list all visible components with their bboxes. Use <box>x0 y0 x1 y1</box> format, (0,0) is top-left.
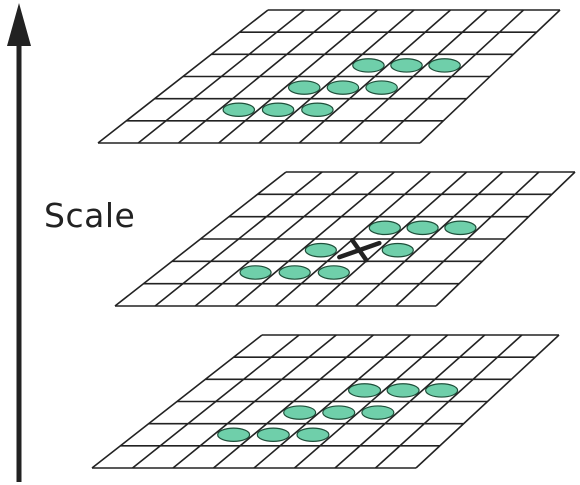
grid-col-line <box>177 9 342 144</box>
grid-col-line <box>395 171 540 307</box>
neighbor-sample <box>217 427 251 443</box>
neighbor-sample <box>222 102 256 117</box>
neighbor-sample <box>444 220 477 236</box>
grid-layer-upper-scale <box>97 9 561 144</box>
grid-col-line <box>379 9 525 144</box>
neighbor-sample <box>386 383 420 398</box>
scale-axis <box>7 3 31 482</box>
neighbor-sample <box>428 58 461 73</box>
grid-col-line <box>419 9 561 144</box>
grid-col-line <box>97 9 269 144</box>
neighbor-sample <box>256 427 290 443</box>
grid-col-line <box>415 334 560 469</box>
neighbor-sample <box>322 405 356 420</box>
neighbor-sample <box>287 80 321 95</box>
grid-col-line <box>234 171 395 307</box>
grid-col-line <box>435 171 576 307</box>
grid-col-line <box>253 334 412 469</box>
grid-col-line <box>194 171 359 307</box>
neighbor-sample <box>361 405 395 420</box>
neighbor-sample <box>278 265 311 280</box>
neighbor-sample <box>406 220 439 236</box>
neighbor-sample <box>381 242 414 258</box>
grid-col-line <box>298 9 452 144</box>
grid-col-line <box>315 171 468 307</box>
grid-col-line <box>172 334 337 469</box>
neighbor-sample <box>283 405 317 420</box>
grid-col-line <box>114 171 287 307</box>
scale-axis-arrowhead <box>7 3 31 46</box>
grid-col-line <box>91 334 263 469</box>
grid-layer-lower-scale <box>91 334 560 469</box>
neighbor-sample <box>296 427 330 443</box>
neighbor-sample <box>425 383 459 398</box>
neighbor-sample <box>347 383 382 398</box>
neighbor-sample <box>301 102 334 117</box>
grid-col-line <box>218 9 379 144</box>
grid-col-line <box>374 334 523 469</box>
scale-axis-label: Scale <box>44 196 136 235</box>
grid-col-line <box>154 171 323 307</box>
neighbor-sample <box>390 58 423 73</box>
neighbor-sample <box>326 80 360 95</box>
neighbor-sample <box>304 242 337 258</box>
keypoint-marker <box>337 237 382 263</box>
grid-layer-current-scale <box>114 171 576 307</box>
neighbor-sample <box>352 58 385 73</box>
grid-col-line <box>355 171 504 307</box>
grid-col-line <box>334 334 486 469</box>
grid-col-line <box>258 9 415 144</box>
neighbor-sample <box>368 220 401 236</box>
grid-col-line <box>293 334 449 469</box>
neighbor-sample <box>317 265 350 280</box>
grid-col-line <box>137 9 305 144</box>
neighbor-sample <box>239 265 272 280</box>
grid-col-line <box>212 334 374 469</box>
grid-col-line <box>338 9 488 144</box>
neighbor-sample <box>261 102 295 117</box>
scale-layers <box>91 9 576 469</box>
neighbor-sample <box>365 80 398 95</box>
grid-col-line <box>132 334 300 469</box>
